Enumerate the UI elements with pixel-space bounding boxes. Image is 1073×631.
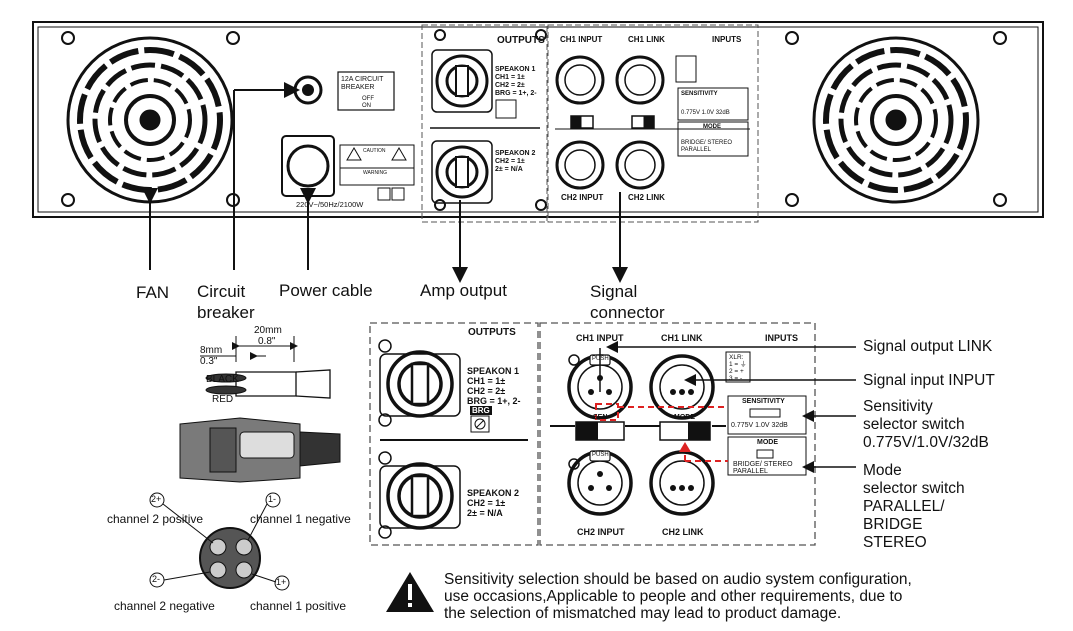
cable-diagram bbox=[200, 336, 331, 399]
panel-screws bbox=[61, 29, 1007, 211]
top-outputs-box bbox=[421, 24, 548, 223]
red-wire-label: RED bbox=[212, 394, 234, 405]
warning-text: WARNING bbox=[363, 170, 387, 176]
speakon-pin-face bbox=[149, 492, 290, 591]
power-cable-label: Power cable bbox=[279, 281, 373, 300]
zoom-outputs-box bbox=[369, 322, 539, 546]
mode-label-top: MODE bbox=[703, 124, 721, 130]
power-rating: 220V~/50Hz/2100W bbox=[296, 200, 364, 209]
ch2-input-label-zoom: CH2 INPUT bbox=[577, 527, 625, 537]
pin-2plus: 2+ bbox=[151, 494, 162, 504]
pin-1minus: 1- bbox=[268, 494, 277, 504]
red-arrow bbox=[679, 442, 691, 452]
length-20mm: 20mm bbox=[254, 325, 282, 336]
ch1-input-label-zoom: CH1 INPUT bbox=[576, 333, 624, 343]
ch1-link-label-top: CH1 LINK bbox=[628, 35, 665, 44]
speakon2-text-top: SPEAKON 2 CH2 = 1± 2± = N/A bbox=[495, 150, 536, 173]
speakon1-text-top: SPEAKON 1 CH1 = 1± CH2 = 2± BRG = 1+, 2- bbox=[495, 66, 537, 97]
ch2-positive-label: channel 2 positive bbox=[107, 512, 204, 526]
speakon2-text-zoom: SPEAKON 2 CH2 = 1± 2± = N/A bbox=[467, 488, 520, 518]
brg-switch bbox=[470, 415, 490, 433]
sensitivity-note: Sensitivity selection should be based on… bbox=[444, 571, 912, 622]
zoom-inputs-box bbox=[539, 322, 816, 546]
signal-input-label: Signal input INPUT bbox=[863, 372, 995, 389]
zoom-speakon-1 bbox=[378, 339, 461, 427]
mode-label-zoom: MODE bbox=[757, 439, 778, 446]
sen-label: SEN bbox=[593, 414, 608, 421]
caution-text: CAUTION bbox=[363, 148, 386, 154]
caution-label bbox=[339, 144, 415, 201]
outputs-label-top: OUTPUTS bbox=[497, 35, 545, 46]
sensitivity-label-top: SENSITIVITY bbox=[681, 91, 718, 97]
brg-label: BRG bbox=[470, 406, 492, 415]
ch2-link-label-zoom: CH2 LINK bbox=[662, 527, 704, 537]
sensitivity-values-zoom: 0.775V 1.0V 32dB bbox=[731, 422, 788, 429]
mode-values-top: BRIDGE/ STEREO bbox=[681, 140, 733, 146]
ch1-positive-label: channel 1 positive bbox=[250, 599, 347, 613]
sen-switch bbox=[575, 421, 625, 441]
amp-output-label: Amp output bbox=[420, 281, 507, 300]
pin-2minus: 2- bbox=[152, 574, 161, 584]
outputs-label-zoom: OUTPUTS bbox=[468, 327, 516, 338]
mode-callout: Mode selector switch PARALLEL/ BRIDGE ST… bbox=[863, 462, 965, 551]
length-08in: 0.8" bbox=[258, 336, 276, 347]
power-inlet bbox=[281, 135, 335, 197]
black-wire-label: BLACK bbox=[206, 374, 239, 385]
length-03in: 0.3" bbox=[200, 356, 218, 367]
ch2-link-label-top: CH2 LINK bbox=[628, 193, 665, 202]
top-xlr-connectors bbox=[555, 55, 749, 190]
ch1-negative-label: channel 1 negative bbox=[250, 512, 351, 526]
warning-triangle-icon bbox=[386, 572, 434, 612]
breaker-knob bbox=[293, 71, 395, 111]
fan-label: FAN bbox=[136, 283, 170, 302]
ch2-input-label-top: CH2 INPUT bbox=[561, 193, 604, 202]
top-speakon-1 bbox=[431, 49, 493, 113]
mode-switch bbox=[659, 421, 711, 441]
ch2-negative-label: channel 2 negative bbox=[114, 599, 215, 613]
zoom-speakon-2 bbox=[378, 451, 461, 539]
signal-output-link-label: Signal output LINK bbox=[863, 338, 993, 355]
left-fan bbox=[66, 36, 234, 204]
callout-arrows bbox=[599, 341, 856, 473]
breaker-on: ON bbox=[362, 103, 371, 109]
sensitivity-values-top: 0.775V 1.0V 32dB bbox=[681, 110, 730, 116]
ch1-input-label-top: CH1 INPUT bbox=[560, 35, 603, 44]
ch1-link-label-zoom: CH1 LINK bbox=[661, 333, 703, 343]
sensitivity-label-zoom: SENSITIVITY bbox=[742, 398, 785, 405]
push-label-2: PUSH bbox=[592, 452, 609, 458]
top-label-arrows bbox=[142, 82, 628, 283]
mode-values-zoom: BRIDGE/ STEREO bbox=[733, 461, 793, 468]
push-label-1: PUSH bbox=[592, 356, 609, 362]
inputs-label-top: INPUTS bbox=[712, 35, 742, 44]
mode-switch-label: MODE bbox=[674, 414, 695, 421]
top-speakon-2 bbox=[431, 140, 493, 204]
length-8mm: 8mm bbox=[200, 345, 223, 356]
speakon1-text-zoom: SPEAKON 1 CH1 = 1± CH2 = 2± BRG = 1+, 2- bbox=[467, 366, 521, 406]
sensitivity-callout: Sensitivity selector switch 0.775V/1.0V/… bbox=[863, 398, 989, 451]
inputs-label-zoom: INPUTS bbox=[765, 333, 799, 343]
xlr-pinout: XLR:1 = ⏚2 = +3 = - bbox=[729, 354, 747, 382]
speakon-plug bbox=[179, 417, 341, 483]
right-fan bbox=[812, 36, 980, 204]
breaker-off: OFF bbox=[362, 96, 374, 102]
parallel-zoom: PARALLEL bbox=[733, 468, 768, 475]
parallel-top: PARALLEL bbox=[681, 147, 711, 153]
pin-1plus: 1+ bbox=[276, 577, 287, 587]
top-inputs-box bbox=[547, 24, 759, 223]
